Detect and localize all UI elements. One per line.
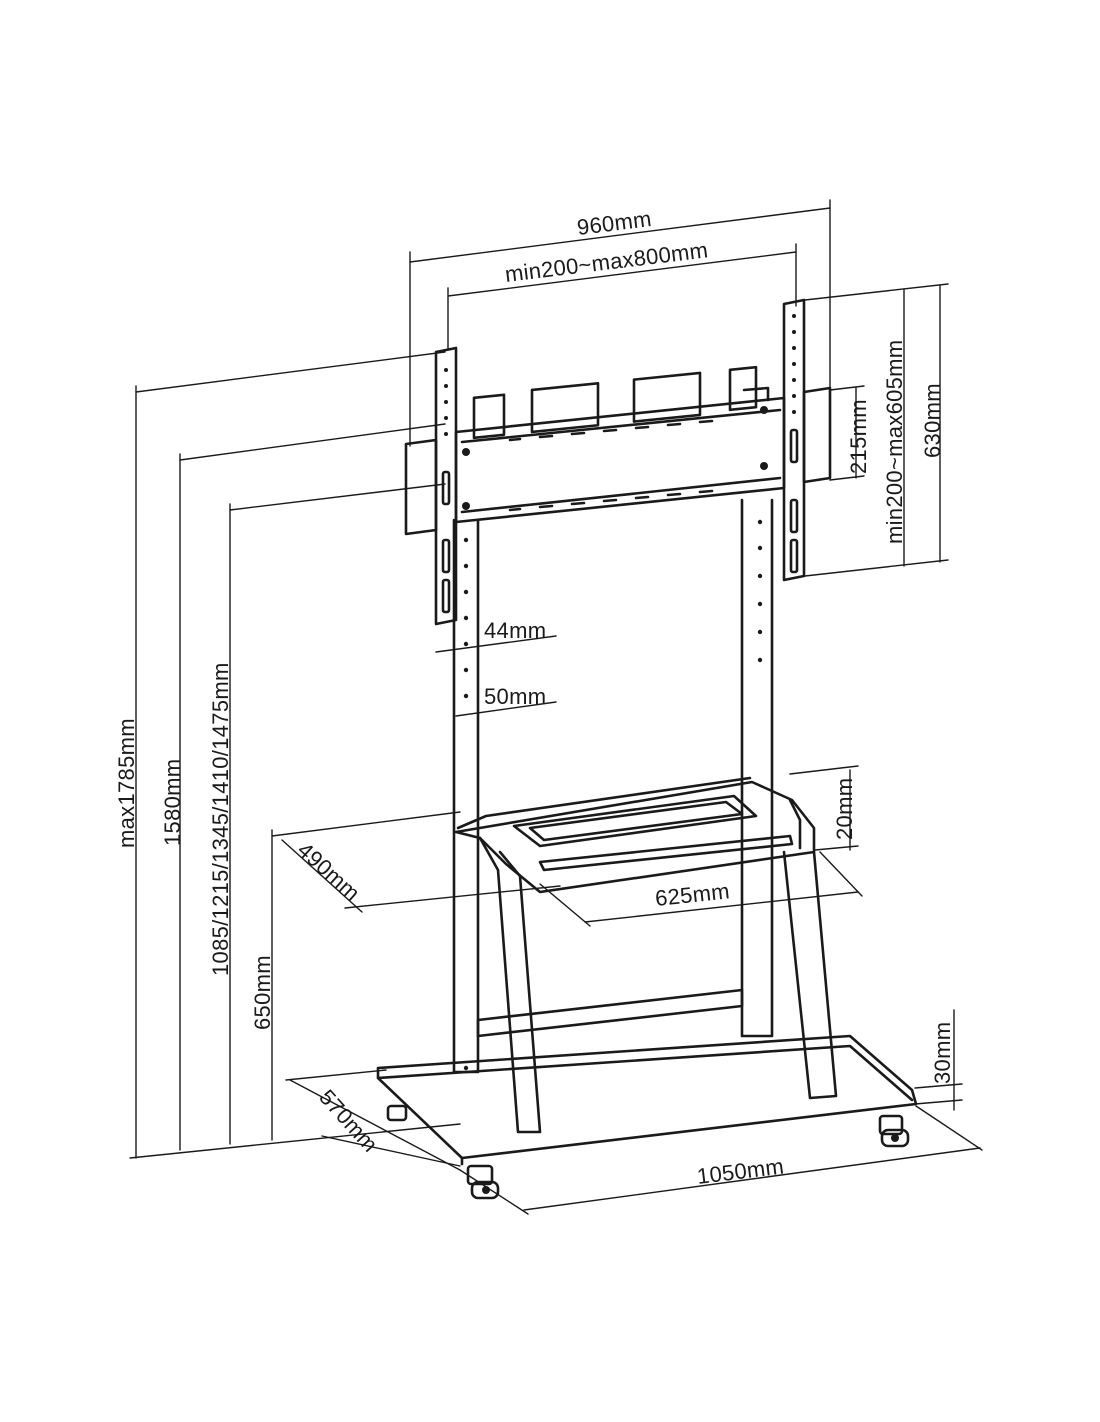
base-plate	[376, 1034, 918, 1166]
label-hole-spacing-44: 44mm	[484, 618, 546, 643]
label-height-1580: 1580mm	[160, 759, 185, 846]
dimension-lines	[129, 199, 983, 1215]
plate-cutouts	[472, 365, 758, 440]
label-base-width: 1050mm	[696, 1153, 786, 1188]
upright-holes	[463, 519, 763, 1071]
dimension-labels: 960mm min200~max800mm 215mm min200~max60…	[114, 206, 955, 1189]
label-height-options: 1085/1215/1345/1410/1475mm	[208, 662, 233, 976]
label-vesa-height: min200~max605mm	[882, 340, 907, 544]
label-base-thickness: 30mm	[930, 1022, 955, 1084]
uprights	[452, 498, 774, 1074]
left-vesa-rail	[404, 346, 458, 626]
label-overall-width: 960mm	[576, 206, 653, 240]
shelf	[454, 776, 838, 1134]
label-vesa-width: min200~max800mm	[504, 237, 710, 287]
casters	[386, 1104, 910, 1200]
label-shelf-height: 650mm	[250, 955, 275, 1030]
wall-plate	[454, 365, 786, 524]
caster-front-right	[878, 1114, 910, 1148]
label-bracket-height: 215mm	[846, 399, 871, 474]
right-vesa-rail	[742, 298, 832, 582]
label-plate-height: 630mm	[920, 383, 945, 458]
caster-front-left	[466, 1164, 500, 1200]
label-hole-spacing-50: 50mm	[484, 684, 546, 709]
label-base-depth: 570mm	[314, 1085, 383, 1157]
label-max-height: max1785mm	[114, 718, 139, 848]
label-shelf-depth: 490mm	[293, 837, 365, 906]
plate-slots	[508, 419, 714, 512]
label-shelf-width: 625mm	[654, 878, 731, 911]
label-shelf-thickness: 20mm	[832, 778, 857, 840]
caster-rear-left	[386, 1104, 408, 1122]
